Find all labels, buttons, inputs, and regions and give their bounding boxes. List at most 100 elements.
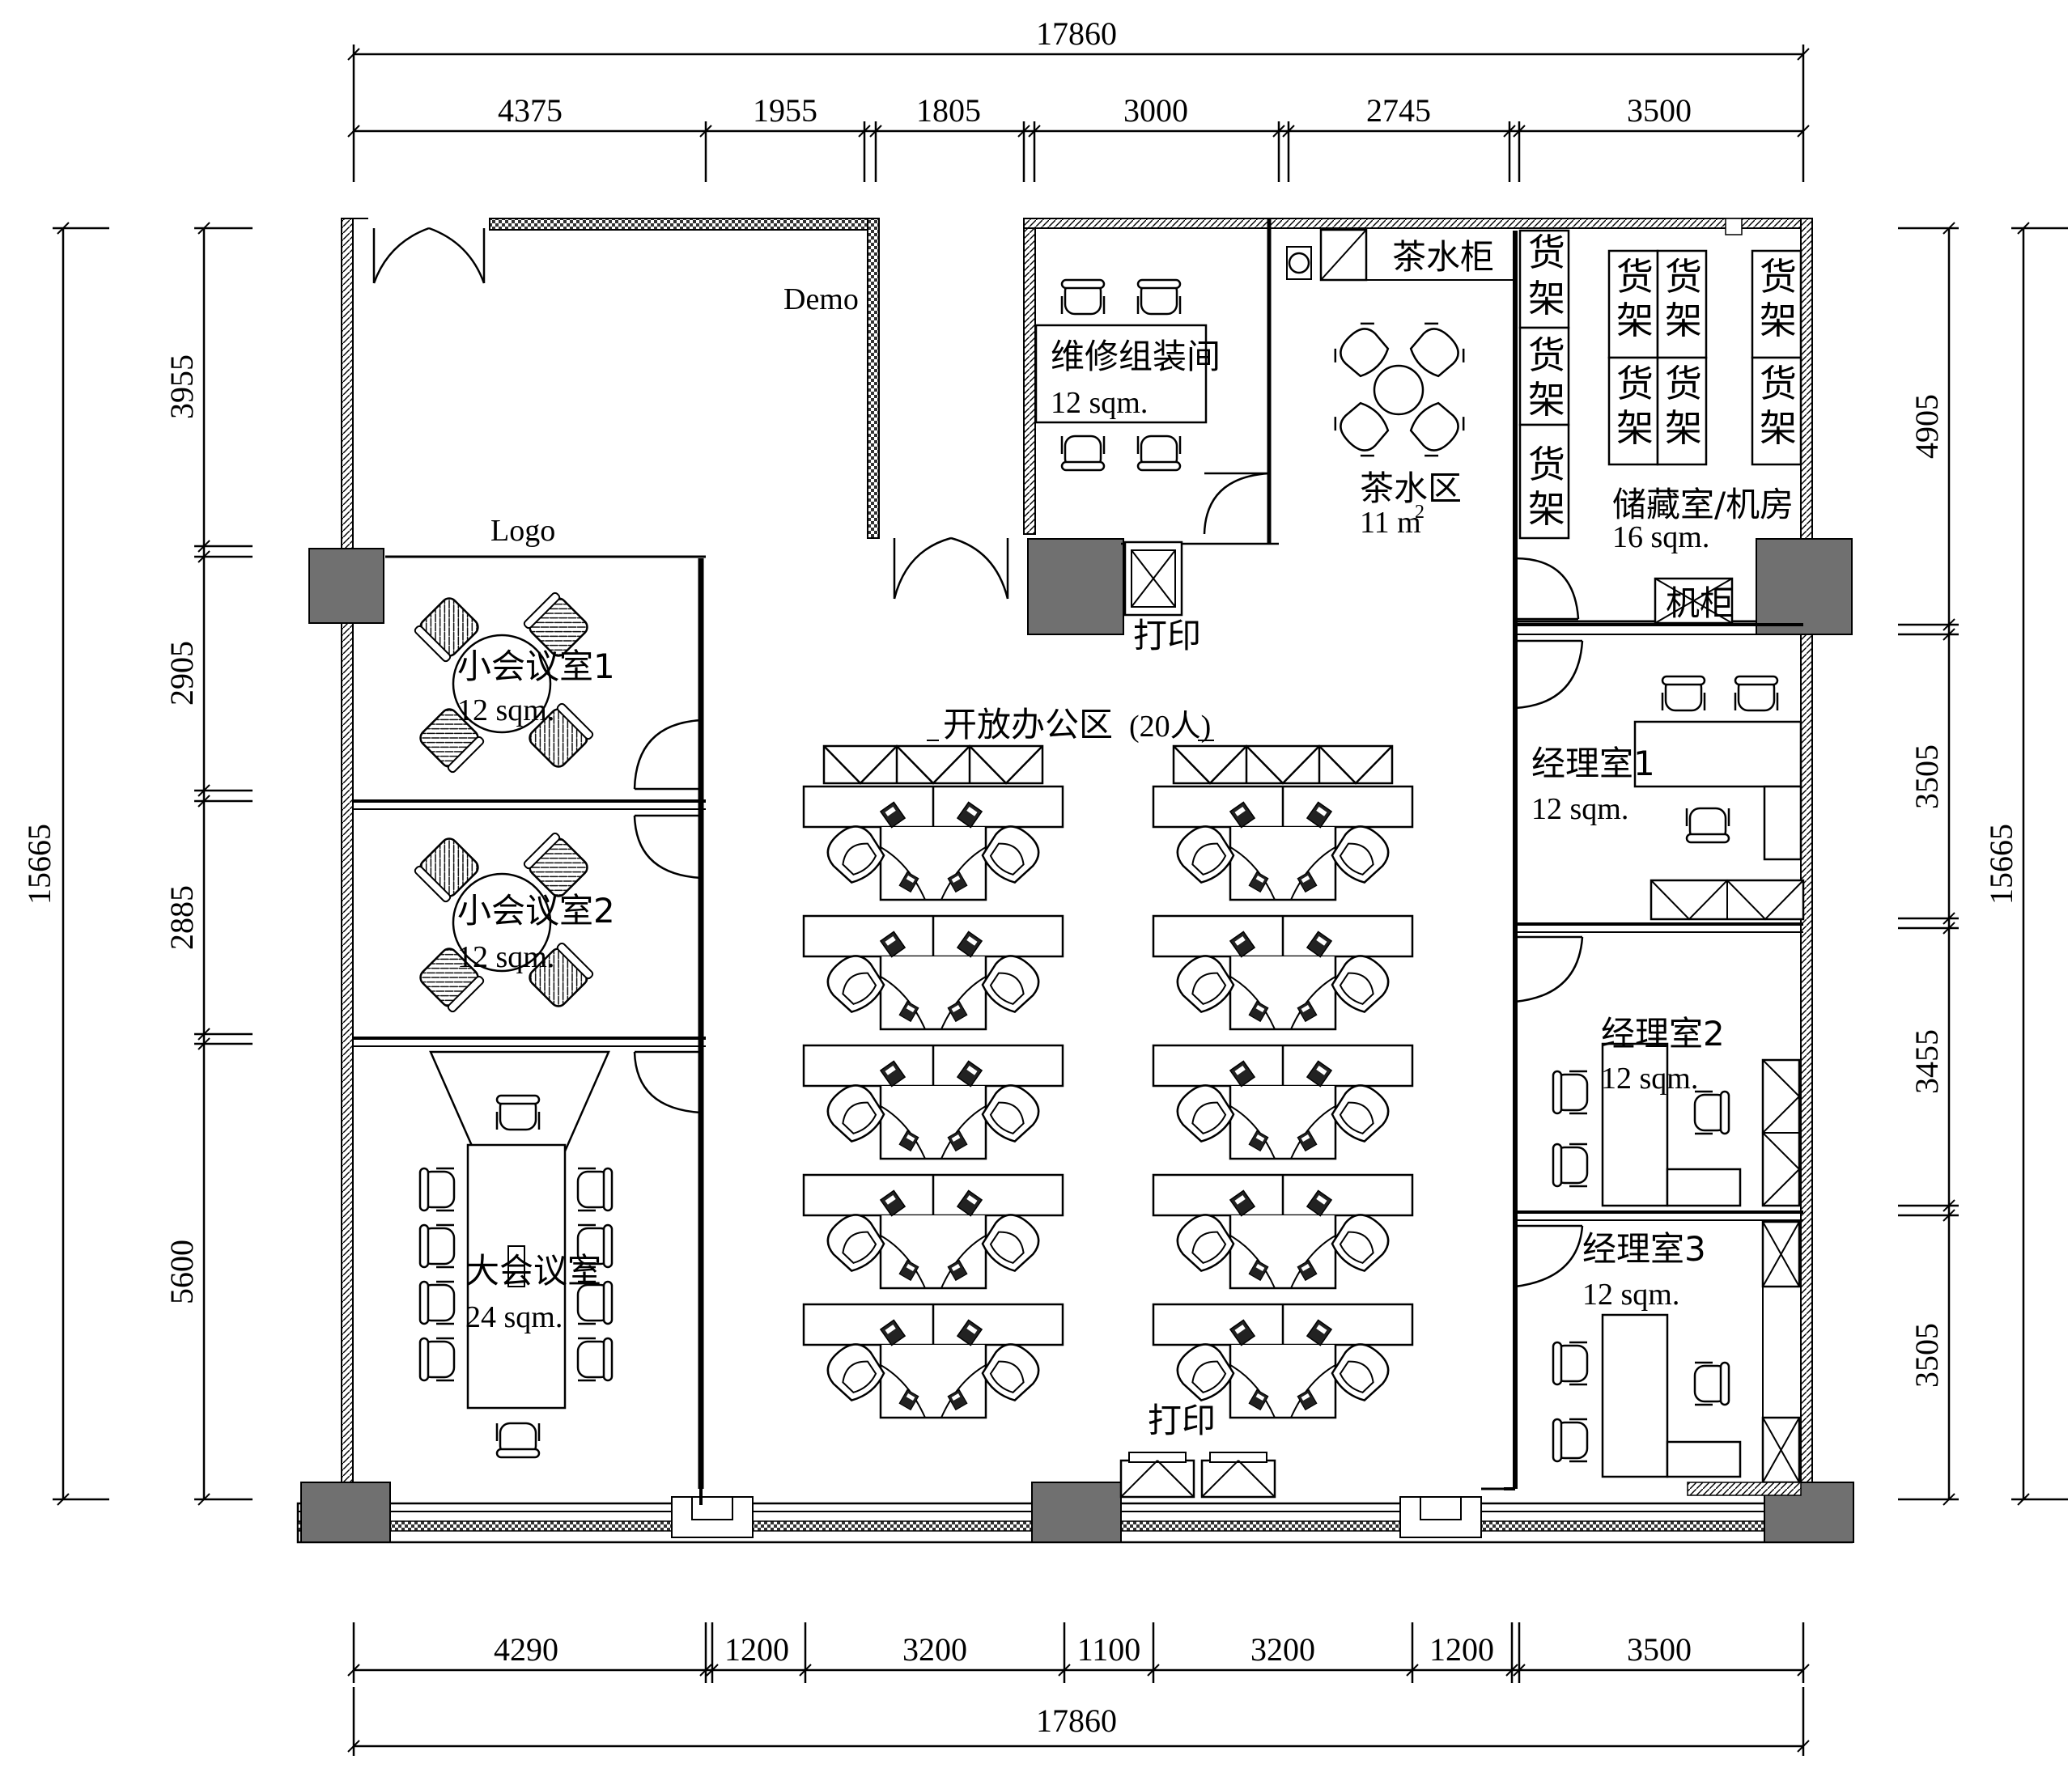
printer-top-label: 打印 xyxy=(1133,616,1201,655)
workstation-cluster xyxy=(802,785,1414,1419)
small-meeting-2-area: 12 sqm. xyxy=(457,940,554,974)
open-office-label: 开放办公区 xyxy=(943,705,1113,744)
workstation-pair xyxy=(802,785,1064,901)
office-chair xyxy=(1168,817,1241,889)
open-office: 开放办公区 (20人) xyxy=(802,705,1414,1419)
workstation-pair xyxy=(1152,1173,1414,1290)
meeting-table xyxy=(452,872,552,973)
logo-label: Logo xyxy=(490,514,555,548)
manager-desk xyxy=(1633,720,1802,788)
workstation-pair xyxy=(1152,1044,1414,1160)
demo-label: Demo xyxy=(783,282,859,316)
tea-area-superscript: 2 xyxy=(1415,502,1424,523)
small-meeting-1-area: 12 sqm. xyxy=(457,693,554,727)
office-chair xyxy=(975,1335,1048,1407)
bottom-dimension-5: 3200 xyxy=(1250,1631,1315,1668)
left-dimension-4: 5600 xyxy=(163,1240,200,1304)
small-meeting-room-2: 小会议室2 12 sqm. xyxy=(412,830,615,1015)
top-dimension-1: 4375 xyxy=(498,92,563,129)
manager-2-label: 经理室2 xyxy=(1601,1014,1725,1054)
manager-desk xyxy=(1601,1042,1669,1207)
shelf-label: 货 xyxy=(1760,362,1797,405)
manager-room-2: 经理室2 12 sqm. xyxy=(1552,1014,1801,1207)
shelf-label: 货 xyxy=(1665,362,1702,405)
shelf-label: 架 xyxy=(1665,406,1702,450)
tea-table xyxy=(1373,364,1424,416)
manager-3-label: 经理室3 xyxy=(1582,1229,1706,1269)
repair-room: 维修组装间 12 sqm. xyxy=(1034,278,1221,472)
office-chair xyxy=(1325,817,1398,889)
tea-area: 茶水柜 茶水区 11 m 2 xyxy=(1286,228,1515,540)
office-chair xyxy=(1168,947,1241,1019)
bottom-dimension-3: 3200 xyxy=(902,1631,967,1668)
repair-room-area: 12 sqm. xyxy=(1051,386,1148,420)
workstation-pair xyxy=(802,1303,1064,1419)
bottom-dimension-7: 3500 xyxy=(1627,1631,1692,1668)
shelf-label: 货 xyxy=(1616,255,1654,299)
small-meeting-1-label: 小会议室1 xyxy=(457,647,615,686)
workstation-pair xyxy=(1152,785,1414,901)
small-meeting-room-1: 小会议室1 12 sqm. xyxy=(412,590,615,775)
office-chair xyxy=(818,817,891,889)
tea-area-area: 11 m xyxy=(1360,506,1421,540)
office-chair xyxy=(818,1335,891,1407)
manager-room-1: 经理室1 12 sqm. xyxy=(1531,675,1805,921)
storage-room: 货 架 货 架 货 架 货 架 货 架 货 架 货 架 货 架 货 架 储藏室/… xyxy=(1518,218,1802,625)
top-dimension-4: 3000 xyxy=(1123,92,1188,129)
shelf-label: 货 xyxy=(1760,255,1797,299)
office-chair xyxy=(975,817,1048,889)
small-meeting-2-label: 小会议室2 xyxy=(457,891,615,931)
right-total-dimension: 15665 xyxy=(1983,824,2019,905)
office-chair xyxy=(1168,1335,1241,1407)
repair-table xyxy=(1034,324,1208,424)
office-chair xyxy=(1325,1335,1398,1407)
top-dimension-2: 1955 xyxy=(753,92,817,129)
manager-1-area: 12 sqm. xyxy=(1531,792,1628,826)
manager-room-3: 经理室3 12 sqm. xyxy=(1552,1220,1802,1496)
left-dimension-1: 3955 xyxy=(163,354,200,419)
shelf-label: 架 xyxy=(1528,487,1565,531)
bottom-total-dimension: 17860 xyxy=(1036,1702,1117,1739)
storage-room-area: 16 sqm. xyxy=(1612,520,1709,554)
doors xyxy=(372,227,1584,1288)
bottom-dimension-2: 1200 xyxy=(724,1631,789,1668)
server-rack-label: 机柜 xyxy=(1666,583,1734,623)
right-dimension-1: 4905 xyxy=(1909,394,1945,459)
left-total-dimension: 15665 xyxy=(21,824,57,905)
shelf-label: 货 xyxy=(1616,362,1654,405)
top-dimension-5: 2745 xyxy=(1366,92,1431,129)
office-chair xyxy=(818,1076,891,1148)
workstation-pair xyxy=(802,914,1064,1031)
shelf-label: 架 xyxy=(1760,406,1797,450)
manager-desk xyxy=(1601,1313,1669,1478)
printer-bottom-label: 打印 xyxy=(1148,1401,1216,1440)
office-chair xyxy=(1168,1076,1241,1148)
top-dimension-6: 3500 xyxy=(1627,92,1692,129)
office-chair xyxy=(975,947,1048,1019)
top-dimension-3: 1805 xyxy=(916,92,981,129)
manager-1-label: 经理室1 xyxy=(1531,744,1655,783)
office-chair xyxy=(1325,1076,1398,1148)
workstation-pair xyxy=(802,1044,1064,1160)
bottom-dimension-6: 1200 xyxy=(1429,1631,1494,1668)
shelf-labels: 货 架 货 架 货 架 货 架 货 架 货 架 货 架 货 架 货 架 xyxy=(1528,231,1797,531)
office-chair xyxy=(818,947,891,1019)
shelf-label: 货 xyxy=(1528,443,1565,486)
shelf-label: 架 xyxy=(1528,277,1565,320)
right-dimension-4: 3505 xyxy=(1909,1323,1945,1388)
walls xyxy=(296,218,1854,1544)
open-office-capacity: (20人) xyxy=(1129,710,1211,744)
top-total-dimension: 17860 xyxy=(1036,15,1117,52)
right-dimension-2: 3505 xyxy=(1909,744,1945,809)
dimension-labels: 17860 4375 1955 1805 3000 2745 3500 4290… xyxy=(21,15,2019,1739)
workstation-pair xyxy=(1152,1303,1414,1419)
repair-room-label: 维修组装间 xyxy=(1051,337,1221,376)
large-meeting-area: 24 sqm. xyxy=(465,1300,563,1334)
shelf-label: 架 xyxy=(1616,406,1654,450)
workstation-pair xyxy=(1152,914,1414,1031)
left-dimension-2: 2905 xyxy=(163,641,200,706)
filing-cabinet-left xyxy=(822,744,1044,785)
meeting-table xyxy=(452,634,552,734)
tea-area-label: 茶水区 xyxy=(1360,468,1462,508)
